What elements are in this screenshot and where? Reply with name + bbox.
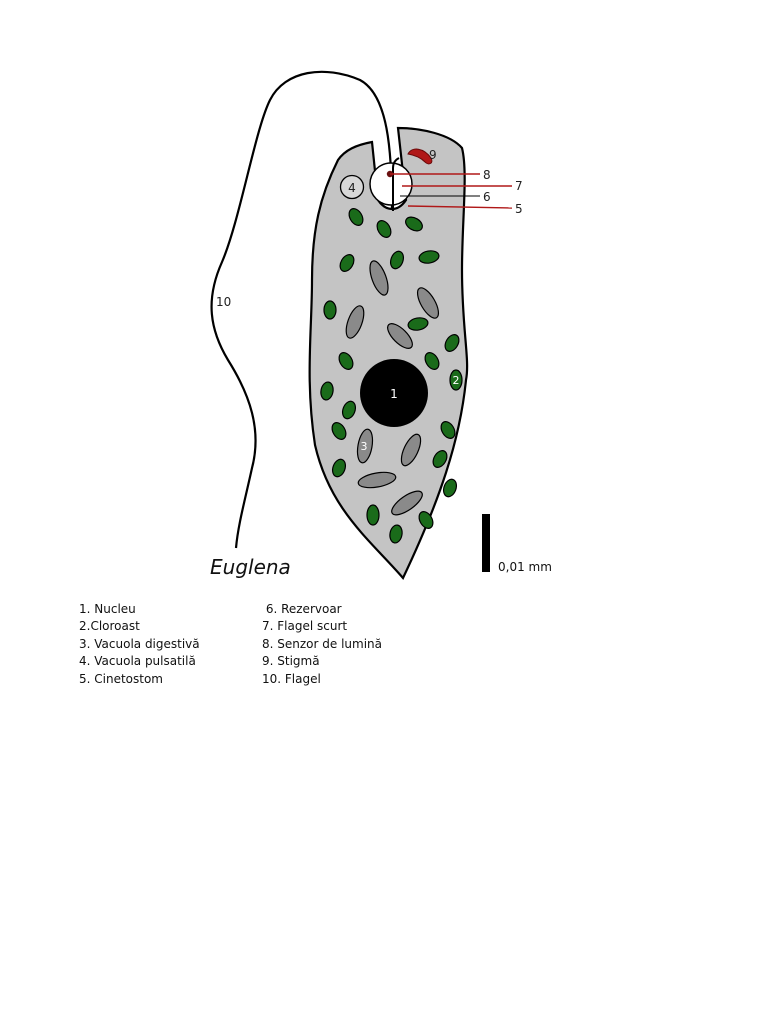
contractile-vacuole [339, 174, 365, 200]
euglena-diagram: 1 2 3 4 5 6 7 8 9 10 Euglena 0,01 mm [210, 70, 552, 580]
legend-item: 7. Flagel scurt [262, 619, 348, 634]
legend-item: 2.Cloroast [79, 619, 140, 634]
scale-bar [482, 514, 490, 572]
stigma [407, 148, 433, 165]
legend-right-column: 6. Rezervoar 7. Flagel scurt 8. Senzor d… [262, 601, 382, 688]
label-flagellum: 10 [216, 295, 231, 309]
legend-item: 8. Senzor de lumină [262, 636, 382, 651]
legend-item: 3. Vacuola digestivă [79, 636, 200, 651]
legend-item: 10. Flagel [262, 671, 321, 686]
legend-item: 9. Stigmă [262, 654, 320, 669]
label-short-flagellum: 7 [515, 179, 523, 193]
cell-body [308, 126, 469, 580]
scale-label: 0,01 mm [498, 560, 552, 574]
pointer-lines [390, 173, 513, 209]
chloroplasts [320, 208, 463, 544]
reservoir [369, 162, 413, 206]
label-nucleus: 1 [390, 387, 398, 401]
paramylon-bodies [345, 260, 440, 516]
legend-item: 4. Vacuola pulsatilă [79, 654, 196, 669]
label-contractile-vacuole: 4 [348, 181, 356, 195]
label-stigma: 9 [429, 148, 437, 162]
flagellum [210, 70, 394, 549]
label-chloroplast: 2 [453, 374, 460, 387]
short-flagellum [392, 157, 400, 211]
label-digestive-vacuole: 3 [361, 440, 368, 453]
diagram-title: Euglena [210, 555, 291, 579]
nucleus [360, 359, 428, 427]
digestive-vacuole [356, 428, 374, 464]
label-photoreceptor: 8 [483, 168, 491, 182]
legend-left-column: 1. Nucleu 2.Cloroast 3. Vacuola digestiv… [79, 601, 200, 688]
label-cytostome: 5 [515, 202, 523, 216]
legend-item: 1. Nucleu [79, 602, 136, 616]
legend-item: 5. Cinetostom [79, 671, 163, 686]
label-reservoir: 6 [483, 190, 491, 204]
legend-item: 6. Rezervoar [262, 602, 342, 616]
